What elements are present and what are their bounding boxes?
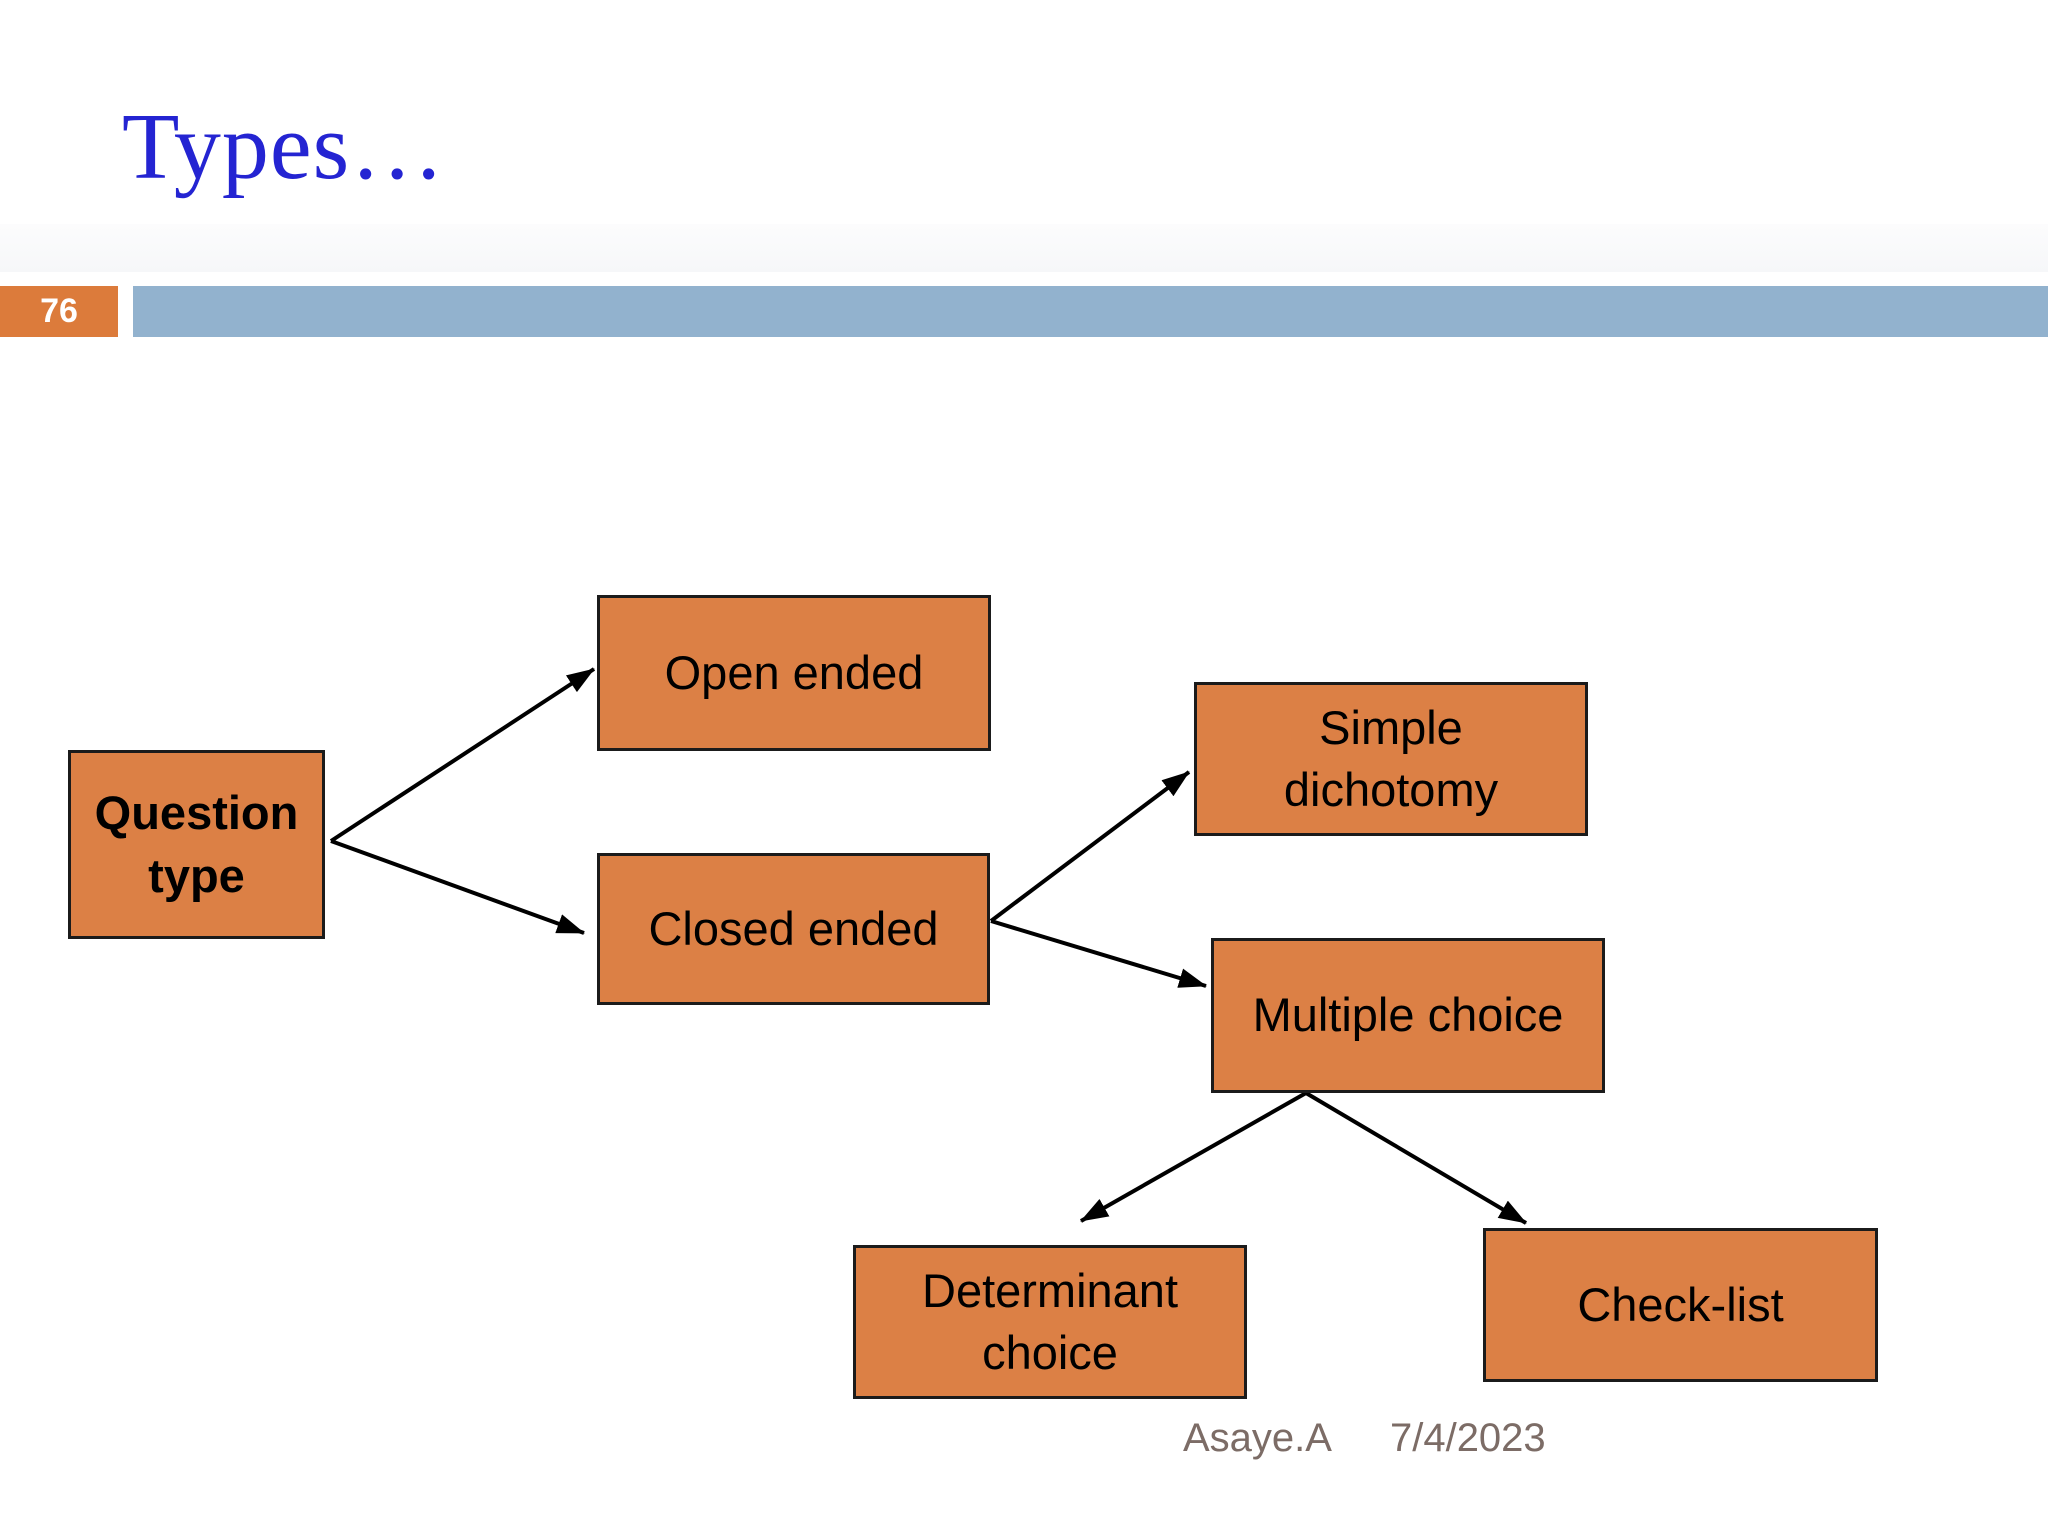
node-simple-dichotomy: Simple dichotomy [1194,682,1588,836]
node-determinant-choice-label: Determinant choice [922,1263,1178,1379]
page-number-badge: 76 [0,286,118,337]
slide-footer: Asaye.A 7/4/2023 [1183,1416,1546,1461]
arrow-question-type-to-closed-ended [330,839,585,935]
node-simple-dichotomy-label: Simple dichotomy [1283,700,1499,816]
node-closed-ended-label: Closed ended [648,901,939,955]
node-check-list-label: Check-list [1577,1277,1784,1331]
node-open-ended-label: Open ended [664,645,924,699]
title-underlay-band [0,224,2048,272]
node-closed-ended: Closed ended [597,853,990,1005]
arrow-multiple-choice-to-check-list [1304,1091,1528,1225]
header-bar [133,286,2048,337]
footer-date: 7/4/2023 [1389,1416,1546,1460]
footer-author: Asaye.A [1183,1416,1332,1460]
node-multiple-choice-label: Multiple choice [1252,988,1564,1042]
arrow-question-type-to-open-ended [329,667,596,843]
slide-title: Types… [122,95,446,199]
node-determinant-choice: Determinant choice [853,1245,1247,1399]
node-open-ended: Open ended [597,595,991,751]
node-check-list: Check-list [1483,1228,1878,1382]
node-multiple-choice: Multiple choice [1211,938,1605,1093]
node-question-type-label: Question type [94,786,299,902]
arrow-closed-ended-to-multiple-choice [990,919,1207,988]
arrow-multiple-choice-to-determinant-choice [1080,1091,1307,1223]
page-number: 76 [40,292,78,330]
arrow-closed-ended-to-simple-dichotomy [989,770,1191,923]
node-question-type: Question type [68,750,325,939]
